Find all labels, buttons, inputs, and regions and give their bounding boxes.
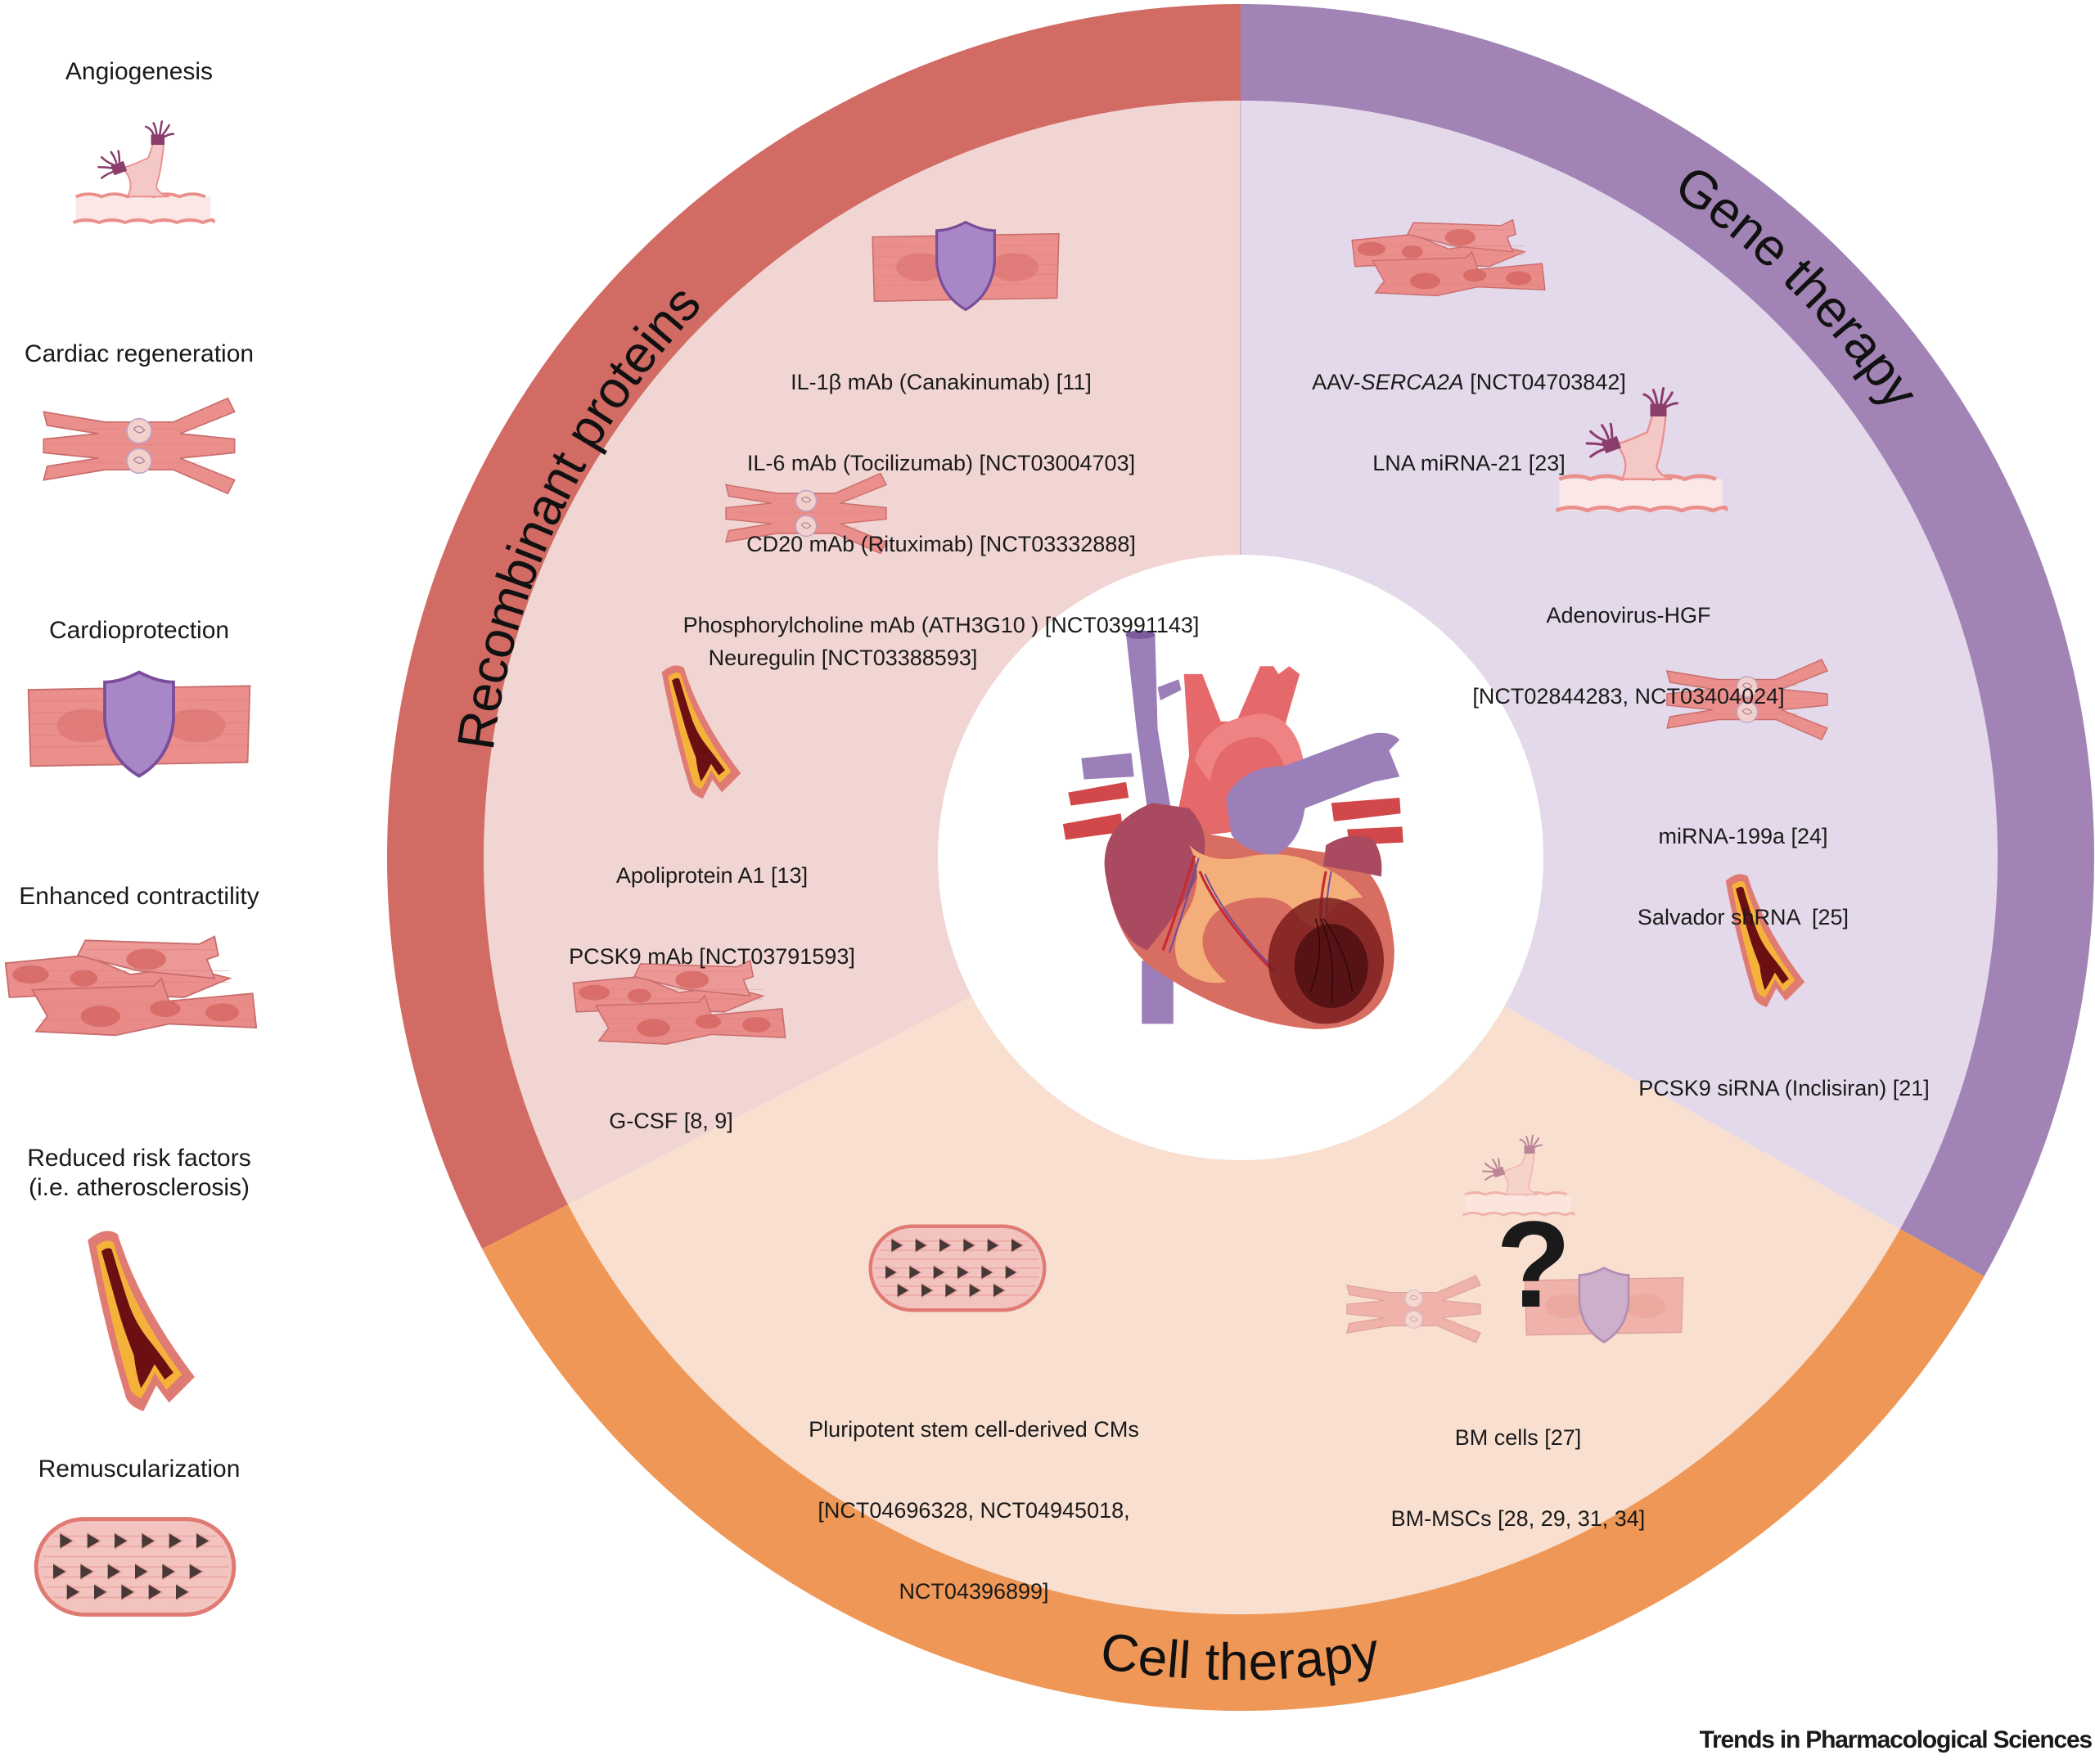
gene-serca-mirna21: AAV-SERCA2A [NCT04703842] LNA miRNA-21 [… <box>1285 315 1653 504</box>
list-item: AAV-SERCA2A [NCT04703842] <box>1312 370 1626 394</box>
shielded-cardiomyocyte-icon <box>26 670 252 778</box>
legend-label-cardioprotection: Cardioprotection <box>48 617 230 644</box>
sector-ring-cell <box>482 1204 1985 1711</box>
cell-bone-marrow: BM cells [27] BM-MSCs [28, 29, 31, 34] <box>1375 1370 1661 1559</box>
engineered-muscle-patch-icon <box>871 1226 1045 1311</box>
list-item: Apoliprotein A1 [13] <box>615 863 809 888</box>
angiogenesis-icon <box>74 122 214 223</box>
list-item: Phosphorylcholine mAb (ATH3G10 ) [NCT039… <box>683 613 1200 637</box>
list-item: IL-1β mAb (Canakinumab) [11] <box>791 370 1092 394</box>
list-item: PCSK9 siRNA (Inclisiran) [21] <box>1638 1076 1930 1100</box>
cardiomyocyte-cluster-icon <box>4 935 258 1037</box>
list-item: Neuregulin [NCT03388593] <box>708 646 978 670</box>
recombinant-neuregulin: Neuregulin [NCT03388593] <box>638 591 1048 699</box>
list-item: G-CSF [8, 9] <box>609 1109 733 1133</box>
list-item: Salvador shRNA [25] <box>1637 905 1849 929</box>
list-item: IL-6 mAb (Tocilizumab) [NCT03004703] <box>746 451 1136 475</box>
engineered-muscle-patch-icon <box>36 1519 234 1615</box>
list-item: NCT04396899] <box>899 1579 1049 1604</box>
list-item: [NCT02844283, NCT03404024] <box>1472 684 1785 709</box>
gene-mirna199a-salvador: miRNA-199a [24] Salvador shRNA [25] <box>1612 769 1874 958</box>
sector-fill-cell <box>568 857 1900 1614</box>
atherosclerotic-artery-icon <box>88 1231 195 1411</box>
dividing-cardiomyocyte-icon <box>43 397 236 495</box>
recombinant-lipid-lowering: Apoliprotein A1 [13] PCSK9 mAb [NCT03791… <box>548 808 876 997</box>
recombinant-gcsf: G-CSF [8, 9] <box>589 1054 753 1162</box>
gene-inclisiran: PCSK9 siRNA (Inclisiran) [21] <box>1604 1021 1964 1129</box>
sector-ring-recombinant <box>386 4 1241 1249</box>
recombinant-anti-inflammatory-mabs: IL-1β mAb (Canakinumab) [11] IL-6 mAb (T… <box>655 315 1228 666</box>
sector-title-cell-therapy: Cell therapy <box>1097 1621 1382 1691</box>
journal-credit: Trends in Pharmacological Sciences <box>1699 1726 2093 1753</box>
sector-ring-gene <box>1241 4 2094 1277</box>
list-item: Pluripotent stem cell-derived CMs <box>809 1417 1139 1442</box>
gene-adenovirus-hgf: Adenovirus-HGF [NCT02844283, NCT03404024… <box>1457 548 1800 737</box>
list-item: Adenovirus-HGF <box>1546 603 1711 628</box>
legend-label-enhanced-contractility: Enhanced contractility <box>19 883 259 910</box>
legend-label-cardiac-regeneration: Cardiac regeneration <box>24 340 255 367</box>
legend-label-angiogenesis: Angiogenesis <box>65 58 214 85</box>
question-mark-icon: ? <box>1496 1195 1571 1333</box>
list-item: BM-MSCs [28, 29, 31, 34] <box>1390 1506 1646 1531</box>
legend-label-reduced-risk-factors: Reduced risk factors (i.e. atheroscleros… <box>27 1145 251 1201</box>
list-item: BM cells [27] <box>1454 1425 1582 1450</box>
list-item: CD20 mAb (Rituximab) [NCT03332888] <box>746 532 1136 556</box>
list-item: LNA miRNA-21 [23] <box>1372 451 1566 475</box>
cell-psc-cardiomyocytes: Pluripotent stem cell-derived CMs [NCT04… <box>769 1362 1178 1632</box>
legend-label-remuscularization: Remuscularization <box>38 1456 241 1483</box>
list-item: PCSK9 mAb [NCT03791593] <box>569 944 855 969</box>
list-item: miRNA-199a [24] <box>1658 824 1828 848</box>
list-item: [NCT04696328, NCT04945018, <box>818 1498 1130 1523</box>
